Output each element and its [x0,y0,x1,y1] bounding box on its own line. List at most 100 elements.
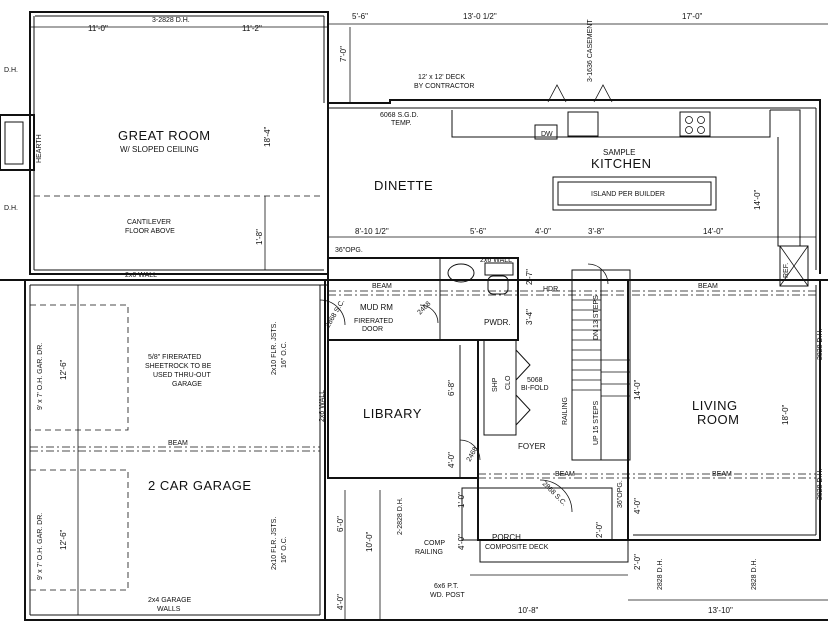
beam-garage: BEAM [168,440,188,447]
living-title: LIVING [692,398,738,413]
dim-14-0: 14'-0" [703,227,724,236]
room-title: ROOM [697,412,739,427]
library-title: LIBRARY [363,406,422,421]
island-label: ISLAND PER BUILDER [591,191,665,198]
dim-13-10: 13'-10" [708,606,733,615]
dh-left-1: D.H. [4,67,18,74]
dim-6-8: 6'-8" [447,380,456,396]
dim-10-0: 10'-0" [365,531,374,552]
dim-2-0-porch: 2'-0" [595,522,604,538]
dim-11-0: 11'-0" [88,24,108,33]
dim-5-6: 5'-6" [352,12,368,21]
flr-jsts-2a: 16" O.C. [281,341,288,368]
porch-title: PORCH [492,533,521,542]
porch-subtitle: COMPOSITE DECK [485,544,549,551]
dh-2828-bottom-2: 2828 D.H. [751,558,758,590]
dim-17-0: 17'-0" [682,12,703,21]
bifold-1: 5068 [527,377,543,384]
ref-label: REF. [783,263,790,278]
sgd-2: TEMP. [391,120,412,127]
dim-8-10-half: 8'-10 1/2" [355,227,389,236]
dim-1-8: 1'-8" [255,229,264,245]
flr-jsts-2b: 16" O.C. [281,536,288,563]
garage-walls-2: WALLS [157,606,181,613]
hdr-label: HDR. [543,286,560,293]
dim-14-0-living: 14'-0" [633,379,642,400]
dim-14-0-kitchen: 14'-0" [753,189,762,210]
dim-10-8: 10'-8" [518,606,539,615]
deck-1: 12' x 12' DECK [418,74,465,81]
dim-18-4: 18'-4" [263,126,272,147]
bifold-2: BI-FOLD [521,385,549,392]
firerated-1: FIRERATED [354,318,393,325]
dim-2-0-bottom: 2'-0" [633,554,642,570]
sheetrock-3: USED THRU-OUT [153,372,212,379]
opg-36-foyer: 36"OPG. [617,480,624,508]
dim-4-0-lib: 4'-0" [447,452,456,468]
dim-7-0: 7'-0" [339,46,348,62]
dim-4-0-porch: 4'-0" [457,534,466,550]
opg-36: 36"OPG. [335,247,363,254]
cantilever-2: FLOOR ABOVE [125,228,175,235]
beam-living-low: BEAM [712,471,732,478]
beam-living: BEAM [698,283,718,290]
gar-dr-2: 9' x 7' O.H. GAR. DR. [37,513,44,580]
dim-12-6b: 12'-6" [59,529,68,550]
railing-stair: RAILING [562,397,569,425]
dim-6-0: 6'-0" [336,516,345,532]
dinette-title: DINETTE [374,178,433,193]
walls [0,11,828,621]
dim-4-0: 4'-0" [535,227,551,236]
cantilever-1: CANTILEVER [127,219,171,226]
wall-2x6-top: 2x6 WALL [480,257,512,264]
up-15: UP 15 STEPS [593,400,600,445]
casement: 3-1636 CASEMENT [587,19,594,82]
dim-13-0-half: 13'-0 1/2" [463,12,497,21]
mud-room-title: MUD RM [360,303,393,312]
sc-2868-foyer: 2868 S.C. [541,480,568,507]
dim-1-0: 1'-0" [457,492,466,508]
beam-mud: BEAM [372,283,392,290]
dim-4-0-bottom: 4'-0" [336,594,345,610]
firerated-2: DOOR [362,326,383,333]
wall-2x6-mid: 2x6 WALL [125,272,157,279]
dimension-lines [30,23,828,620]
pwdr-title: PWDR. [484,318,511,327]
flr-jsts-1b: 2x10 FLR. JSTS. [271,517,278,570]
dh-right-2: 2828 D.H. [817,468,824,500]
deck-2: BY CONTRACTOR [414,83,474,90]
comp-railing-1: COMP [424,540,445,547]
dw-label: DW [541,131,553,138]
kitchen-title: KITCHEN [591,156,652,171]
dh-3-2828: 3-2828 D.H. [152,17,190,24]
hearth-label: HEARTH [36,134,43,163]
dn-13: DN 13 STEPS [593,295,600,340]
great-room-title: GREAT ROOM [118,128,211,143]
wall-2x6-lib: 2x6 WALL [319,390,326,422]
clo-label: CLO [505,375,512,390]
dh-2828-bottom-1: 2828 D.H. [657,558,664,590]
post-1: 6x6 P.T. [434,583,458,590]
foyer-title: FOYER [518,442,546,451]
sgd-1: 6068 S.G.D. [380,112,419,119]
dim-3-4: 3'-4" [525,309,534,325]
beam-foyer: BEAM [555,471,575,478]
dim-2-7: 2'-7" [525,269,534,285]
dim-11-2: 11'-2" [242,24,262,33]
dim-5-6b: 5'-6" [470,227,486,236]
dim-12-6a: 12'-6" [59,359,68,380]
stair-treads [572,299,630,397]
dim-3-8: 3'-8" [588,227,604,236]
great-room-subtitle: W/ SLOPED CEILING [120,145,199,154]
shp-label: SHP [492,377,499,392]
dh-left-2: D.H. [4,205,18,212]
dh-right-1: 2828 D.H. [817,328,824,360]
sheetrock-1: 5/8" FIRERATED [148,354,201,361]
garage-walls-1: 2x4 GARAGE [148,597,192,604]
post-2: WD. POST [430,592,465,599]
comp-railing-2: RAILING [415,549,443,556]
dim-18-0: 18'-0" [781,404,790,425]
gar-dr-1: 9' x 7' O.H. GAR. DR. [37,343,44,410]
sample-label: SAMPLE [603,148,635,157]
